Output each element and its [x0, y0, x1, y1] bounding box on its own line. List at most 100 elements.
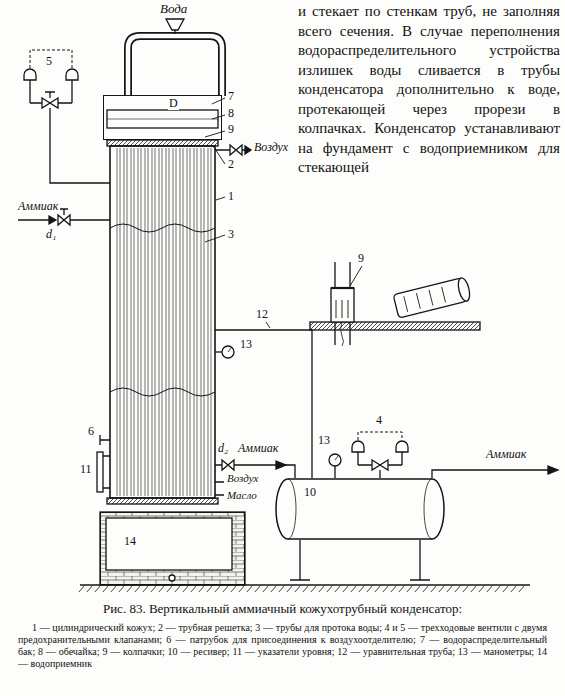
callout-number: 5: [46, 55, 52, 68]
ground-hatching: [375, 586, 380, 592]
ground-hatching: [175, 586, 180, 592]
callout-number: 14: [123, 535, 137, 548]
ground-hatching: [79, 586, 524, 592]
foundation-water-receiver: 14: [100, 512, 245, 585]
receiver-outline: [275, 478, 445, 540]
air-separator-stub: [100, 435, 110, 445]
receiver-legs: [290, 540, 430, 580]
foundation: [100, 512, 245, 585]
cap-detail: [393, 278, 467, 318]
ground-hatching: [87, 586, 92, 592]
valve-group-5: [50, 108, 110, 183]
valve-group-5: [24, 50, 110, 183]
bottom-plate: [107, 498, 218, 504]
ground-hatching: [207, 586, 212, 592]
callout-number: 11: [80, 463, 92, 476]
condenser-tubes: [173, 148, 176, 496]
cap-detail: [331, 288, 354, 322]
ground-hatching: [423, 586, 428, 592]
cap-detail: [336, 300, 348, 318]
water-pipe: [166, 19, 184, 34]
ground-hatching: [431, 586, 436, 592]
ground-hatching: [311, 586, 316, 592]
ground-hatching: [287, 586, 292, 592]
dimension-label: D: [168, 97, 179, 110]
ground-hatching: [447, 586, 452, 592]
ground-hatching: [143, 586, 148, 592]
ground-hatching: [319, 586, 324, 592]
receiver-vessel: 10: [275, 478, 445, 540]
callout-number: 7: [228, 90, 234, 103]
ground-hatching: [191, 586, 196, 592]
air-oil-stubs: [215, 482, 224, 495]
level-indicator: [97, 452, 110, 492]
callout-number: 10: [303, 486, 317, 499]
ground-hatching: [263, 586, 268, 592]
valve-group-4: [372, 460, 388, 470]
ground-hatching: [119, 586, 124, 592]
leader-lines: [212, 98, 225, 104]
ground-hatching: [335, 586, 340, 592]
pressure-gauge: [222, 346, 234, 358]
ground-hatching: [463, 586, 468, 592]
condenser-tubes: [117, 148, 211, 496]
cap-detail: [393, 277, 472, 318]
body-paragraph: и стекает по стенкам труб, не заполняя в…: [298, 2, 560, 178]
ground-hatching: [367, 586, 372, 592]
ground-hatching: [327, 586, 332, 592]
valve-label: d₂: [218, 442, 228, 455]
ground-hatching: [351, 586, 356, 592]
leader-lines: [350, 266, 362, 286]
cap-detail: [404, 287, 446, 312]
ground-hatching: [95, 586, 100, 592]
callout-number: 9: [228, 123, 234, 136]
flow-label: Масло: [227, 489, 257, 501]
air-outlet-top: [215, 145, 251, 155]
valve-group-5: [24, 69, 78, 80]
water-pipe: [128, 19, 222, 96]
ground-hatching: [79, 586, 84, 592]
ammonia-outlet-receiver: [432, 466, 558, 478]
ground-hatching: [479, 586, 484, 592]
ground-hatching: [151, 586, 156, 592]
ground-hatching: [135, 586, 140, 592]
ground-hatching: [199, 586, 204, 592]
figure-caption: Рис. 83. Вертикальный аммиачный кожухотр…: [10, 602, 555, 616]
foundation: [100, 512, 245, 585]
pressure-gauge: [215, 346, 234, 358]
ground-hatching: [279, 586, 284, 592]
valve-group-5: [45, 92, 55, 98]
callout-number: 2: [228, 158, 234, 171]
ground-hatching: [455, 586, 460, 592]
valve-label: d₁: [46, 228, 56, 241]
ground-hatching: [103, 586, 108, 592]
ammonia-outlet-condenser: [222, 460, 234, 470]
flow-label: Аммиак: [238, 442, 278, 455]
flow-label: Аммиак: [486, 448, 526, 461]
condenser-tubes: [159, 148, 162, 496]
ground-hatching: [495, 586, 500, 592]
ground-hatching: [271, 586, 276, 592]
flow-label: Аммиак: [18, 200, 58, 213]
ammonia-inlet: [49, 216, 56, 224]
ground-hatching: [231, 586, 236, 592]
valve-group-5: [30, 80, 72, 103]
flow-label: Воздух: [254, 141, 288, 154]
condenser-tubes: [131, 148, 134, 496]
valve-group-5: [42, 98, 58, 108]
valve-group-4: [358, 452, 402, 465]
ground-hatching: [295, 586, 300, 592]
foundation: [169, 575, 175, 581]
ground-hatching: [343, 586, 348, 592]
ground-hatching: [519, 586, 524, 592]
ground-hatching: [167, 586, 172, 592]
condenser-tubes: [180, 148, 183, 496]
callout-number: 1: [228, 190, 234, 203]
flow-label: Вода: [160, 2, 187, 16]
ammonia-outlet-receiver: [548, 466, 558, 474]
ground-hatching: [247, 586, 252, 592]
condenser-tubes: [166, 148, 169, 496]
cap-detail: [310, 262, 480, 346]
ground-hatching: [511, 586, 516, 592]
